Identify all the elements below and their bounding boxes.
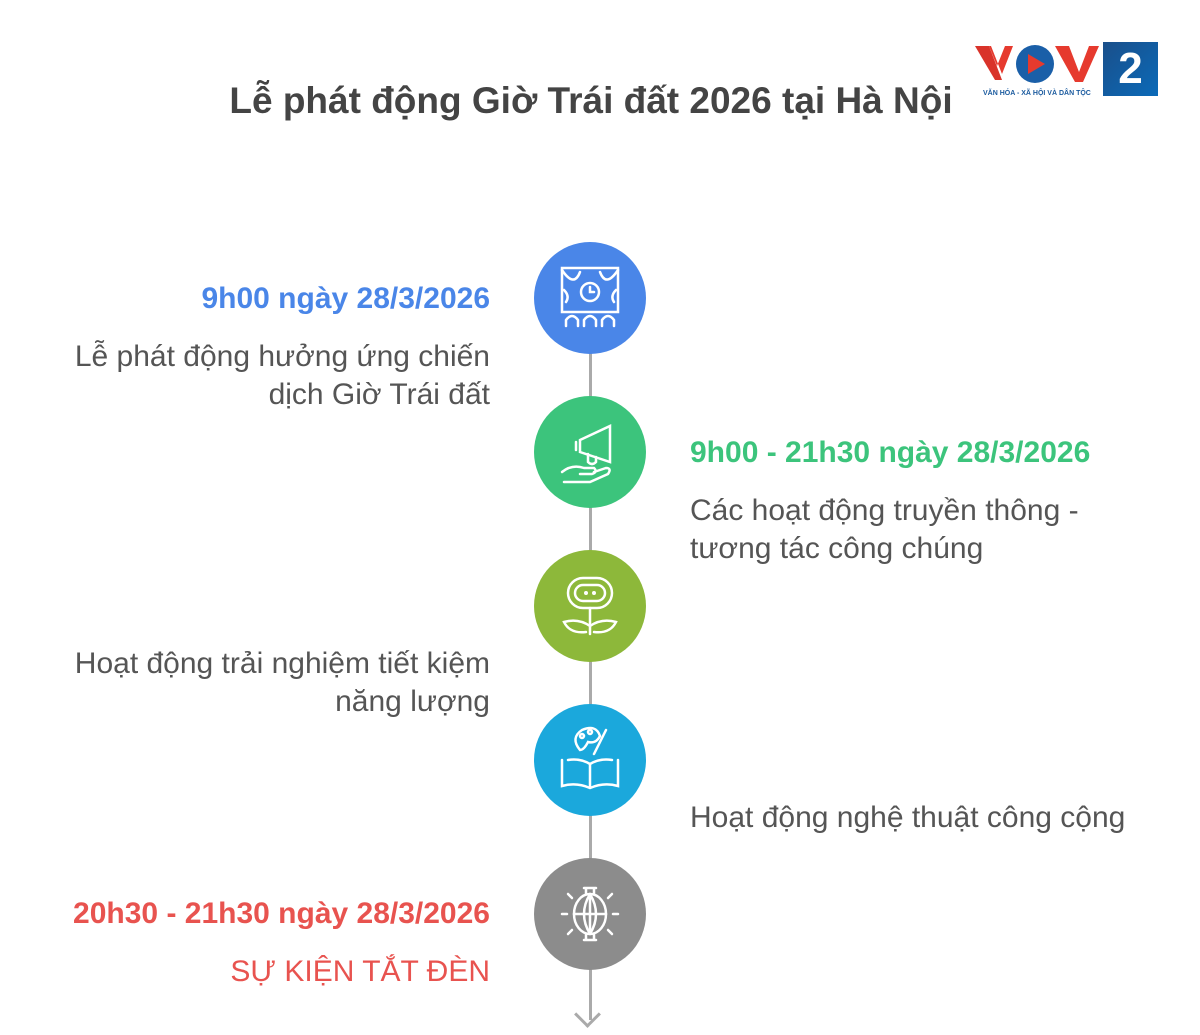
event-description: Lễ phát động hưởng ứng chiến dịch Giờ Tr… [74,340,490,411]
timeline-node-4 [534,704,646,816]
timeline-node-5 [534,858,646,970]
event-date: 9h00 ngày 28/3/2026 [201,282,490,315]
event-description: Các hoạt động truyền thông - tương tác c… [690,494,1079,565]
robot-plant-icon [562,576,618,636]
event-date: 20h30 - 21h30 ngày 28/3/2026 [73,897,490,930]
theater-stage-clock-icon [560,266,620,328]
lantern-light-icon [560,886,620,942]
palette-book-icon [560,726,620,790]
event-2: 9h00 - 21h30 ngày 28/3/2026 Các hoạt độn… [690,434,1130,568]
vov-logo-icon [975,45,1099,83]
event-description: Hoạt động nghệ thuật công cộng [690,801,1126,834]
event-description: Hoạt động trải nghiệm tiết kiệm năng lượ… [74,647,490,718]
event-5: 20h30 - 21h30 ngày 28/3/2026 SỰ KIỆN TẮT… [73,895,490,991]
logo-channel: 2 [1103,42,1158,96]
timeline-node-3 [534,550,646,662]
timeline-node-1 [534,242,646,354]
logo-tagline: VĂN HÓA - XÃ HỘI VÀ DÂN TỘC [983,90,1091,97]
timeline-node-2 [534,396,646,508]
event-3: Hoạt động trải nghiệm tiết kiệm năng lượ… [30,645,490,721]
vov2-logo: VĂN HÓA - XÃ HỘI VÀ DÂN TỘC 2 [975,42,1160,98]
event-date: 9h00 - 21h30 ngày 28/3/2026 [690,436,1091,469]
page-title: Lễ phát động Giờ Trái đất 2026 tại Hà Nộ… [229,80,953,121]
event-4: Hoạt động nghệ thuật công cộng [690,799,1170,837]
megaphone-hand-icon [560,424,612,484]
event-1: 9h00 ngày 28/3/2026 Lễ phát động hưởng ứ… [50,280,490,414]
event-description: SỰ KIỆN TẮT ĐÈN [230,955,490,988]
arrow-down-icon [574,1001,601,1028]
